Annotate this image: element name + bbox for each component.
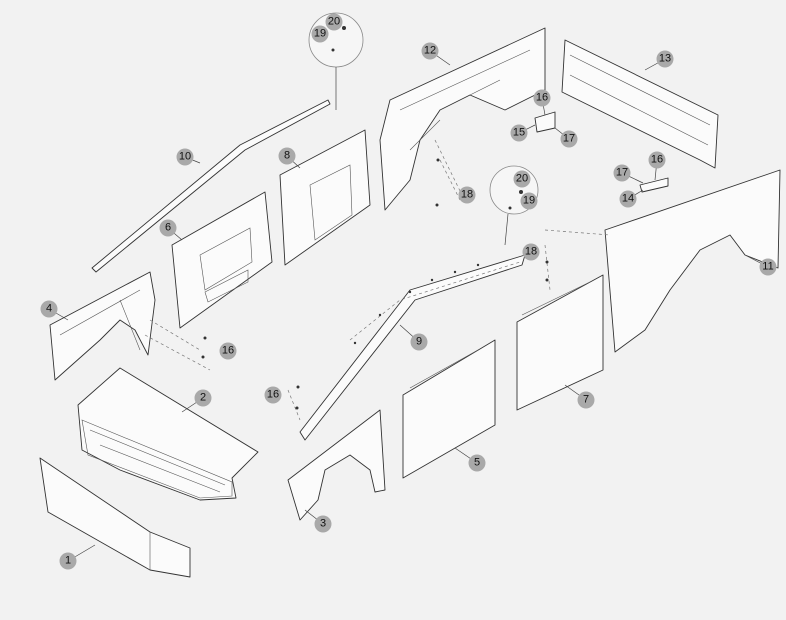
callout-number: 14 — [619, 190, 637, 208]
callout-number: 16 — [219, 342, 237, 360]
callout-number: 2 — [194, 389, 212, 407]
callout-number: 12 — [421, 42, 439, 60]
callout-number: 19 — [520, 192, 538, 210]
callout-number: 8 — [278, 147, 296, 165]
callout-number: 7 — [577, 391, 595, 409]
assembly-guide-lines — [144, 139, 611, 421]
callout-number: 20 — [513, 170, 531, 188]
callout-number: 4 — [40, 300, 58, 318]
callout-number: 11 — [759, 258, 777, 276]
callout-number: 16 — [264, 386, 282, 404]
callout-number: 1 — [59, 552, 77, 570]
callout-number: 15 — [510, 124, 528, 142]
part-front-door-inner — [167, 191, 273, 329]
callout-number: 3 — [314, 515, 332, 533]
callout-number: 17 — [560, 130, 578, 148]
part-rear-door-inner — [279, 129, 371, 266]
callout-number: 20 — [325, 13, 343, 31]
callout-number: 19 — [311, 25, 329, 43]
part-a-pillar-inner — [48, 271, 156, 381]
part-rear-door — [516, 274, 604, 411]
part-bed-wall — [561, 39, 719, 169]
part-front-fender — [287, 409, 386, 525]
part-brackets — [518, 97, 669, 200]
fasteners — [201, 26, 549, 410]
callout-number: 18 — [522, 243, 540, 261]
callout-number: 13 — [656, 50, 674, 68]
callout-number: 5 — [468, 454, 486, 472]
callout-number: 10 — [176, 148, 194, 166]
part-front-hood — [77, 367, 259, 501]
callout-number: 17 — [613, 164, 631, 182]
callout-number: 9 — [410, 333, 428, 351]
callout-number: 6 — [159, 219, 177, 237]
callout-number: 18 — [458, 186, 476, 204]
callout-number: 16 — [533, 89, 551, 107]
callout-number: 16 — [648, 151, 666, 169]
